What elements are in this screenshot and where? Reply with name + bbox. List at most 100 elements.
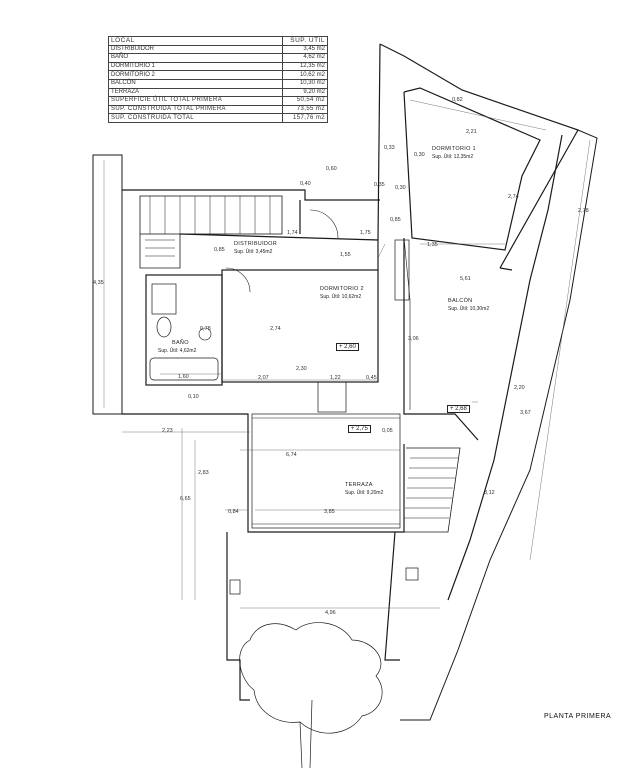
table-row: BALCÓN 10,30 m2 — [108, 78, 328, 89]
table-cell-value: 10,30 m2 — [282, 78, 328, 89]
tree — [239, 622, 383, 734]
table-cell-value: 3,45 m2 — [282, 44, 328, 55]
dimension-label: 3,67 — [520, 410, 531, 416]
dimension-label: 0,35 — [374, 182, 385, 188]
table-total-row: SUP. CONSTRUIDA TOTAL 157,76 m2 — [108, 113, 328, 123]
dimension-label: 0,82 — [452, 97, 463, 103]
dimension-label: 1,60 — [178, 374, 189, 380]
dimension-label: 6,65 — [180, 496, 191, 502]
table-cell-value: 50,54 m2 — [282, 96, 328, 106]
dimension-label: 2,83 — [198, 470, 209, 476]
room-area-distribuidor: Sup. Útil: 3,45m2 — [234, 249, 273, 255]
dimension-label: 3,12 — [484, 490, 495, 496]
table-cell-value: 4,62 m2 — [282, 53, 328, 63]
dimension-label: 1,55 — [340, 252, 351, 258]
table-total-row: SUP. CONSTRUIDA TOTAL PRIMERA 73,55 m2 — [108, 104, 328, 115]
dimension-label: 4,96 — [325, 610, 336, 616]
dimension-label: 1,35 — [427, 242, 438, 248]
table-cell-value: 157,76 m2 — [282, 113, 328, 123]
room-name-dormitorio1: DORMITORIO 1 — [432, 146, 476, 152]
room-area-terraza: Sup. Útil: 9,20m2 — [345, 490, 384, 496]
dimension-label: 2,78 — [578, 208, 589, 214]
dimension-label: 0,78 — [200, 326, 211, 332]
balcon-walls — [403, 238, 513, 441]
table-row: DISTRIBUIDOR 3,45 m2 — [108, 44, 328, 55]
room-area-dormitorio1: Sup. Útil: 12,35m2 — [432, 154, 474, 160]
room-name-distribuidor: DISTRIBUIDOR — [234, 241, 278, 247]
lower-walls — [226, 532, 250, 701]
level-mark-terraza: + 2,75 — [348, 425, 371, 433]
dimension-label: 3,85 — [324, 509, 335, 515]
dimension-label: 2,07 — [258, 375, 269, 381]
terraza-walls — [122, 413, 405, 533]
dimension-label: 5,61 — [460, 276, 471, 282]
table-cell-name: BAÑO — [108, 53, 283, 63]
table-cell-name: SUP. CONSTRUIDA TOTAL PRIMERA — [108, 104, 283, 115]
table-row: TERRAZA 9,20 m2 — [108, 87, 328, 98]
dimension-label: 1,22 — [330, 375, 341, 381]
table-cell-name: BALCÓN — [108, 78, 283, 89]
room-area-dormitorio2: Sup. Útil: 10,62m2 — [320, 294, 362, 300]
areas-table: LOCAL SUP. ÚTIL DISTRIBUIDOR 3,45 m2 BAÑ… — [108, 36, 328, 123]
table-cell-value: 73,55 m2 — [282, 104, 328, 115]
table-cell-value: 9,20 m2 — [282, 87, 328, 98]
room-name-bano: BAÑO — [172, 340, 189, 346]
dimension-label: 2,74 — [508, 194, 519, 200]
wall-main-top — [122, 189, 380, 201]
dimension-label: 0,30 — [395, 185, 406, 191]
dimension-label: 0,85 — [214, 247, 225, 253]
dimension-label: 0,10 — [188, 394, 199, 400]
level-mark-balcon: + 2,68 — [447, 405, 470, 413]
distrib-walls — [179, 200, 379, 270]
sheet-title: PLANTA PRIMERA — [544, 713, 612, 720]
dimension-label: 1,75 — [360, 230, 371, 236]
dimension-label: 0,60 — [326, 166, 337, 172]
dimension-label: 0,40 — [300, 181, 311, 187]
dorm1-walls — [403, 87, 541, 251]
table-cell-name: DISTRIBUIDOR — [108, 44, 283, 55]
dimension-label: 0,30 — [414, 152, 425, 158]
table-header-value: SUP. ÚTIL — [282, 36, 328, 46]
table-cell-name: DORMITORIO 1 — [108, 61, 283, 72]
wall-right-inner — [447, 134, 563, 601]
wall-upper-block — [377, 43, 579, 269]
table-cell-name: SUPERFICIE ÚTIL TOTAL PRIMERA — [108, 96, 283, 106]
dimension-label: 2,20 — [514, 385, 525, 391]
dimension-label: 2,23 — [162, 428, 173, 434]
dimension-label: 0,05 — [382, 428, 393, 434]
stair-landing — [139, 234, 181, 269]
exterior-stair — [396, 447, 461, 533]
room-name-balcon: BALCÓN — [448, 298, 473, 304]
table-header-row: LOCAL SUP. ÚTIL — [108, 36, 328, 46]
dimension-label: 2,74 — [270, 326, 281, 332]
dimension-label: 1,74 — [287, 230, 298, 236]
dimension-label: 4,35 — [93, 280, 104, 286]
table-cell-value: 12,35 m2 — [282, 61, 328, 72]
level-mark-dorm2: + 2,60 — [336, 343, 359, 351]
table-cell-name: SUP. CONSTRUIDA TOTAL — [108, 113, 283, 123]
stair-steps — [149, 196, 271, 234]
table-cell-name: TERRAZA — [108, 87, 283, 98]
dimension-label: 0,45 — [366, 375, 377, 381]
room-name-terraza: TERRAZA — [345, 482, 373, 488]
dimension-label: 6,74 — [286, 452, 297, 458]
table-cell-value: 10,62 m2 — [282, 70, 328, 80]
dimension-label: 2,21 — [466, 129, 477, 135]
dimension-label: 0,85 — [390, 217, 401, 223]
dimension-label: 0,33 — [384, 145, 395, 151]
dimension-label: 3,06 — [408, 336, 419, 342]
table-row: DORMITORIO 2 10,62 m2 — [108, 70, 328, 80]
table-header-local: LOCAL — [108, 36, 283, 46]
room-area-bano: Sup. Útil: 4,62m2 — [158, 348, 197, 354]
wall-right-outer — [400, 129, 598, 721]
dimension-label: 2,30 — [296, 366, 307, 372]
room-name-dormitorio2: DORMITORIO 2 — [320, 286, 364, 292]
bano-walls — [145, 274, 223, 386]
room-area-balcon: Sup. Útil: 10,30m2 — [448, 306, 490, 312]
table-cell-name: DORMITORIO 2 — [108, 70, 283, 80]
table-row: BAÑO 4,62 m2 — [108, 53, 328, 63]
dimension-label: 0,84 — [228, 509, 239, 515]
stair-top — [139, 195, 283, 235]
table-total-row: SUPERFICIE ÚTIL TOTAL PRIMERA 50,54 m2 — [108, 96, 328, 106]
